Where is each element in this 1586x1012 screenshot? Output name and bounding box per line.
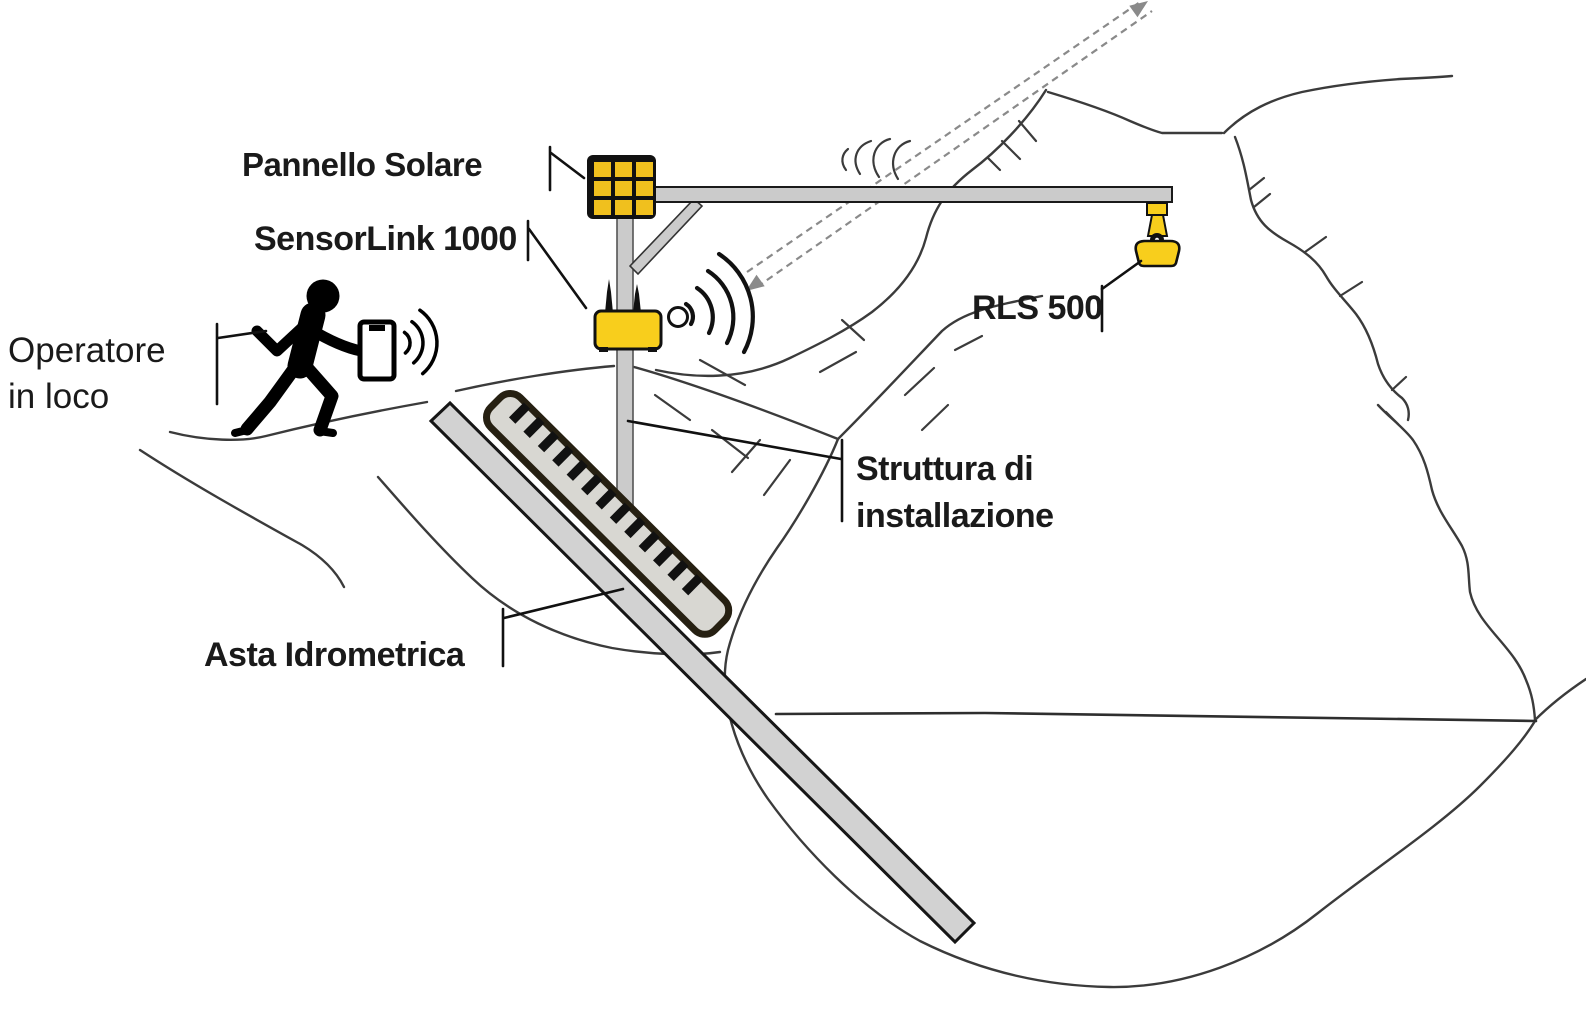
rock-hatching — [653, 119, 1408, 497]
label-operator: Operatore in loco — [8, 328, 166, 419]
river-bed-outline — [723, 437, 1537, 989]
station-wifi-waves-icon — [683, 251, 755, 355]
antenna-icon — [605, 279, 613, 313]
water-surface-line — [774, 711, 1538, 723]
hydrometric-staff-ruler — [482, 389, 733, 638]
label-sensor-unit: SensorLink 1000 — [254, 220, 517, 258]
label-operator-line1: Operatore — [8, 331, 166, 370]
leader-structure — [626, 419, 844, 523]
arrowhead-down-left-icon — [746, 274, 765, 291]
smartphone-icon — [357, 319, 397, 382]
operator-figure — [231, 279, 367, 437]
left-bank-edge — [168, 400, 429, 441]
arrowhead-up-right-icon — [1129, 1, 1148, 18]
sensorlink-device — [593, 279, 663, 352]
solar-panel-icon — [587, 155, 656, 219]
label-leader-lines — [215, 145, 1143, 668]
leader-sensorlink — [526, 219, 588, 310]
label-mount-structure-line1: Struttura di — [856, 450, 1034, 488]
leader-rls500 — [1100, 259, 1143, 333]
label-operator-line2: in loco — [8, 376, 110, 416]
leader-solar-panel — [548, 145, 586, 192]
label-mount-structure-line2: installazione — [856, 496, 1054, 535]
phone-wifi-waves-icon — [402, 308, 439, 376]
antenna-icon — [633, 284, 641, 313]
label-radar-sensor: RLS 500 — [972, 289, 1103, 327]
label-staff-gauge: Asta Idrometrica — [204, 636, 465, 674]
mast-pole — [616, 211, 634, 507]
label-mount-structure: Struttura di installazione — [856, 446, 1054, 540]
diagonal-brace — [628, 197, 704, 276]
satellite-link-arrow-icon — [746, 1, 1153, 291]
label-solar-panel: Pannello Solare — [242, 146, 483, 183]
rls500-sensor — [1134, 202, 1181, 268]
staff-support-plank — [428, 400, 977, 945]
signal-origin-circle — [667, 306, 689, 328]
leader-operator — [215, 322, 268, 406]
ruler-tick-marks — [508, 402, 704, 596]
leader-staff-gauge — [501, 587, 625, 668]
mounting-beam — [626, 186, 1173, 203]
